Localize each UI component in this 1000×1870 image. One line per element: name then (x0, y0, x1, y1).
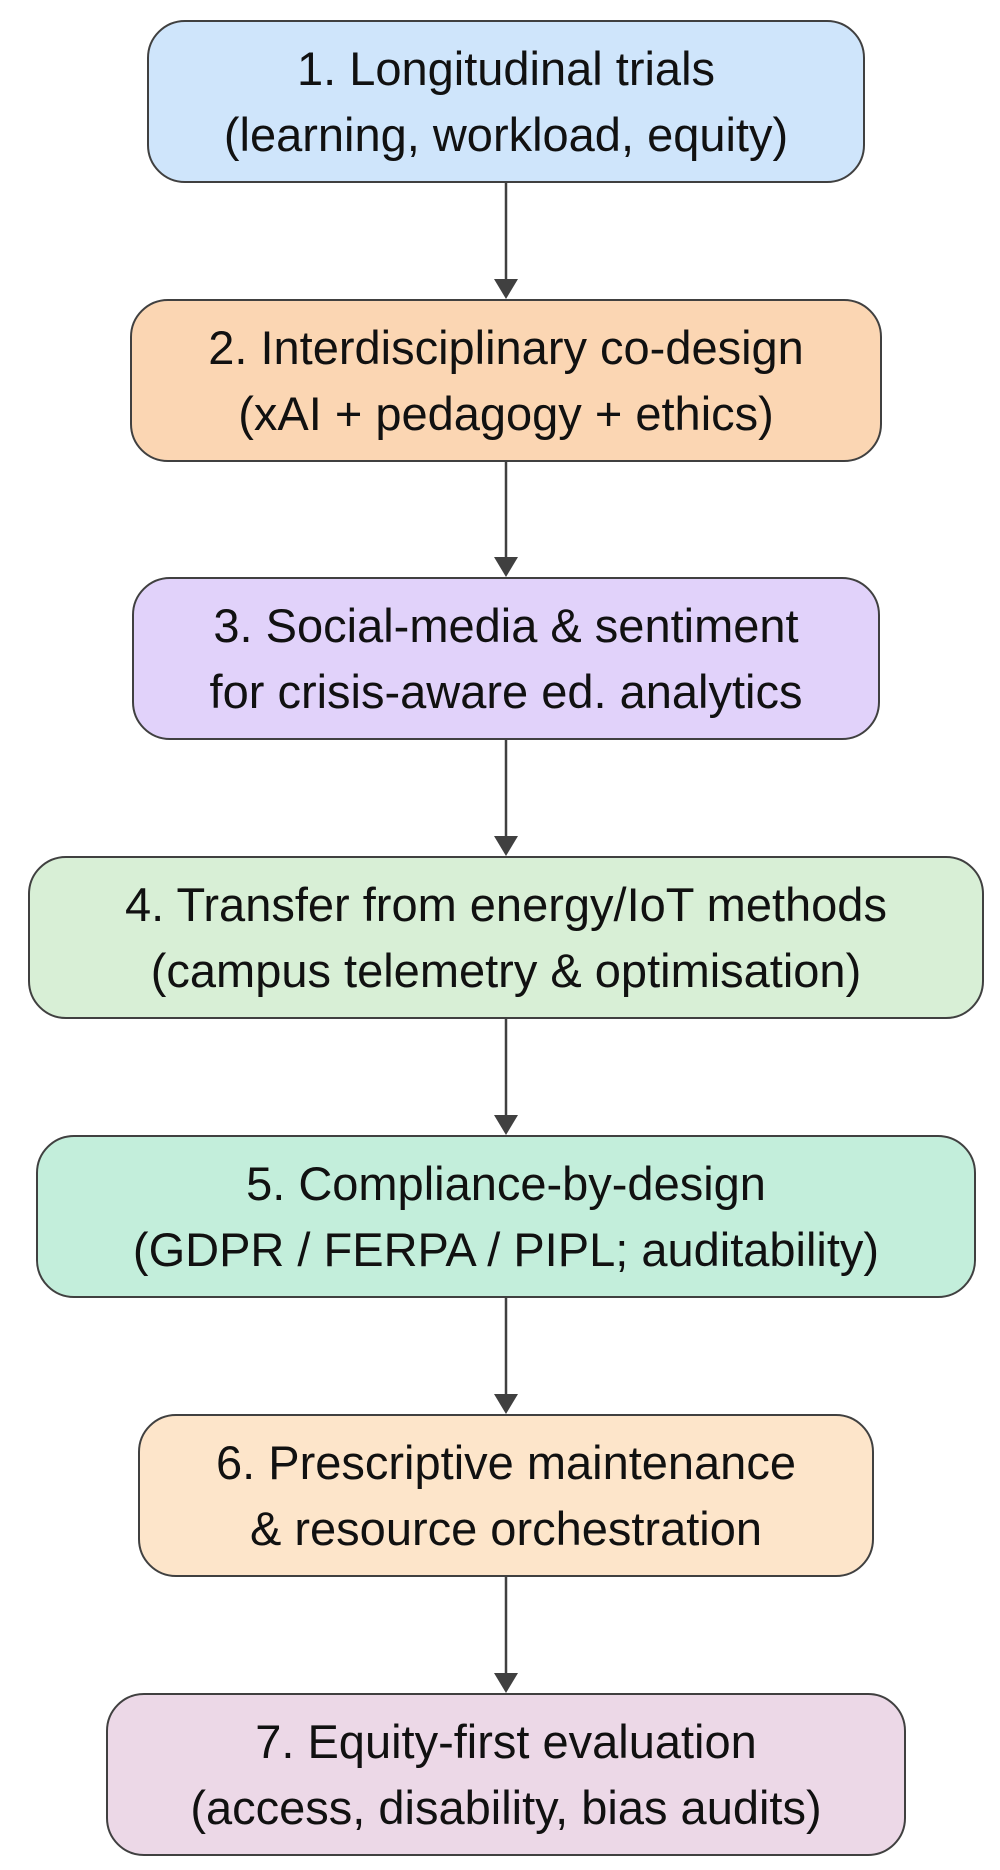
step-6-title: 6. Prescriptive maintenance (216, 1435, 796, 1489)
step-1-detail: (learning, workload, equity) (223, 107, 789, 161)
step-7-equity-first-evaluation: 7. Equity-first evaluation (access, disa… (106, 1693, 906, 1856)
arrow-2-to-3 (494, 462, 518, 577)
arrow-1-to-2 (494, 183, 518, 299)
step-6-detail: & resource orchestration (249, 1501, 763, 1555)
step-3-detail: for crisis-aware ed. analytics (209, 664, 803, 718)
step-3-social-media-sentiment: 3. Social-media & sentiment for crisis-a… (132, 577, 880, 740)
step-5-title: 5. Compliance-by-design (246, 1156, 766, 1210)
step-7-detail: (access, disability, bias audits) (190, 1780, 822, 1834)
step-4-detail: (campus telemetry & optimisation) (150, 943, 862, 997)
step-4-transfer-energy-iot: 4. Transfer from energy/IoT methods (cam… (28, 856, 984, 1019)
arrow-6-to-7 (494, 1577, 518, 1693)
arrow-4-to-5 (494, 1019, 518, 1135)
step-2-detail: (xAI + pedagogy + ethics) (238, 386, 774, 440)
step-2-interdisciplinary-co-design: 2. Interdisciplinary co-design (xAI + pe… (130, 299, 882, 462)
step-2-title: 2. Interdisciplinary co-design (208, 320, 804, 374)
step-5-detail: (GDPR / FERPA / PIPL; auditability) (132, 1222, 880, 1276)
step-1-title: 1. Longitudinal trials (296, 41, 716, 95)
step-4-title: 4. Transfer from energy/IoT methods (125, 877, 887, 931)
step-6-prescriptive-maintenance: 6. Prescriptive maintenance & resource o… (138, 1414, 874, 1577)
arrow-5-to-6 (494, 1298, 518, 1414)
step-5-compliance-by-design: 5. Compliance-by-design (GDPR / FERPA / … (36, 1135, 976, 1298)
step-7-title: 7. Equity-first evaluation (255, 1714, 757, 1768)
step-3-title: 3. Social-media & sentiment (213, 598, 799, 652)
step-1-longitudinal-trials: 1. Longitudinal trials (learning, worklo… (147, 20, 865, 183)
arrow-3-to-4 (494, 740, 518, 856)
